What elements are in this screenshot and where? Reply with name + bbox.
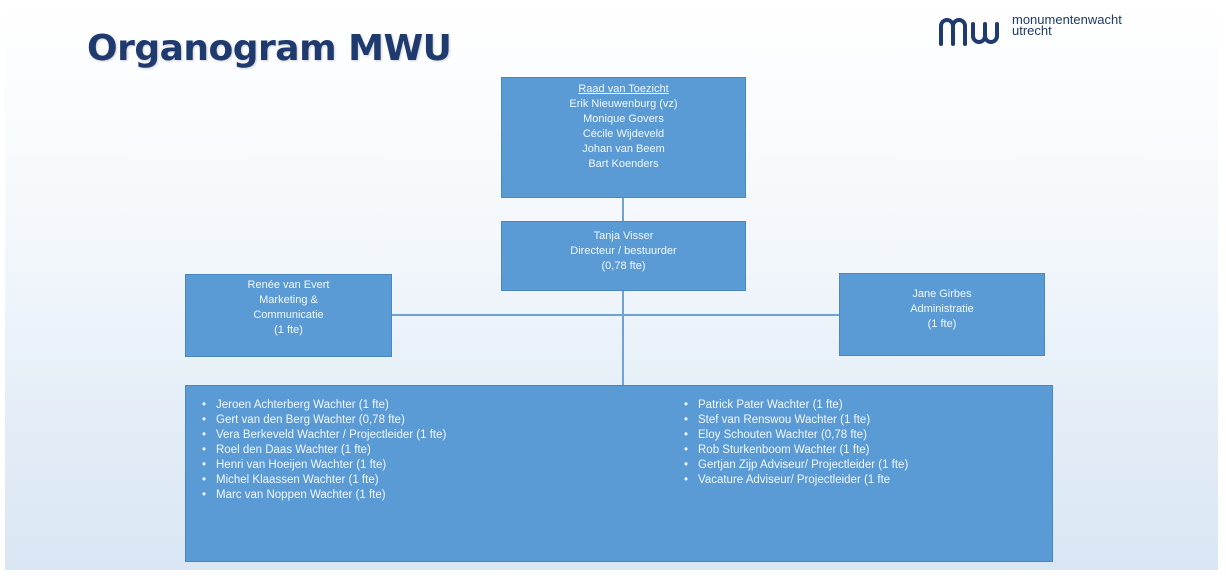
connector-director-staff bbox=[622, 291, 624, 385]
administration-name: Jane Girbes bbox=[912, 288, 972, 300]
administration-fte: (1 fte) bbox=[927, 318, 957, 330]
board-member: Johan van Beem bbox=[582, 143, 665, 155]
staff-list-right: Patrick Pater Wachter (1 fte) Stef van R… bbox=[676, 398, 991, 488]
board-member: Erik Nieuwenburg (vz) bbox=[569, 98, 678, 110]
director-name: Tanja Visser bbox=[593, 230, 654, 242]
board-heading: Raad van Toezicht bbox=[578, 83, 669, 95]
administration-box: Jane Girbes Administratie (1 fte) bbox=[839, 273, 1045, 356]
staff-list-left: Jeroen Achterberg Wachter (1 fte) Gert v… bbox=[194, 398, 614, 503]
logo-line-1: monumentenwacht bbox=[1012, 12, 1122, 27]
logo-text: monumentenwacht utrecht bbox=[1012, 12, 1122, 38]
list-item: Roel den Daas Wachter (1 fte) bbox=[194, 443, 614, 458]
list-item: Patrick Pater Wachter (1 fte) bbox=[676, 398, 991, 413]
list-item: Eloy Schouten Wachter (0,78 fte) bbox=[676, 428, 991, 443]
administration-role: Administratie bbox=[910, 303, 974, 315]
marketing-name: Renée van Evert bbox=[247, 279, 330, 291]
list-item: Vacature Adviseur/ Projectleider (1 fte bbox=[676, 473, 991, 488]
marketing-role-1: Marketing & bbox=[259, 294, 318, 306]
board-member: Monique Govers bbox=[583, 113, 664, 125]
director-box: Tanja Visser Directeur / bestuurder (0,7… bbox=[501, 221, 746, 291]
list-item: Jeroen Achterberg Wachter (1 fte) bbox=[194, 398, 614, 413]
list-item: Henri van Hoeijen Wachter (1 fte) bbox=[194, 458, 614, 473]
marketing-role-2: Communicatie bbox=[253, 309, 324, 321]
list-item: Gertjan Zijp Adviseur/ Projectleider (1 … bbox=[676, 458, 991, 473]
logo-line-2: utrecht bbox=[1012, 23, 1052, 38]
slide: Organogram MWU monumentenwacht utrecht R… bbox=[5, 0, 1218, 570]
staff-box: Jeroen Achterberg Wachter (1 fte) Gert v… bbox=[185, 385, 1053, 562]
list-item: Michel Klaassen Wachter (1 fte) bbox=[194, 473, 614, 488]
director-fte: (0,78 fte) bbox=[601, 260, 646, 272]
board-box: Raad van Toezicht Erik Nieuwenburg (vz) … bbox=[501, 77, 746, 198]
list-item: Stef van Renswou Wachter (1 fte) bbox=[676, 413, 991, 428]
list-item: Marc van Noppen Wachter (1 fte) bbox=[194, 488, 614, 503]
board-member: Cécile Wijdeveld bbox=[582, 128, 665, 140]
mw-logo-icon bbox=[939, 18, 999, 46]
marketing-box: Renée van Evert Marketing & Communicatie… bbox=[185, 274, 392, 357]
list-item: Gert van den Berg Wachter (0,78 fte) bbox=[194, 413, 614, 428]
connector-board-director bbox=[622, 198, 624, 221]
connector-horizontal bbox=[392, 314, 839, 316]
marketing-fte: (1 fte) bbox=[274, 324, 303, 336]
director-role: Directeur / bestuurder bbox=[570, 245, 677, 257]
list-item: Vera Berkeveld Wachter / Projectleider (… bbox=[194, 428, 614, 443]
list-item: Rob Sturkenboom Wachter (1 fte) bbox=[676, 443, 991, 458]
board-member: Bart Koenders bbox=[588, 158, 659, 170]
page-title: Organogram MWU bbox=[87, 28, 452, 69]
